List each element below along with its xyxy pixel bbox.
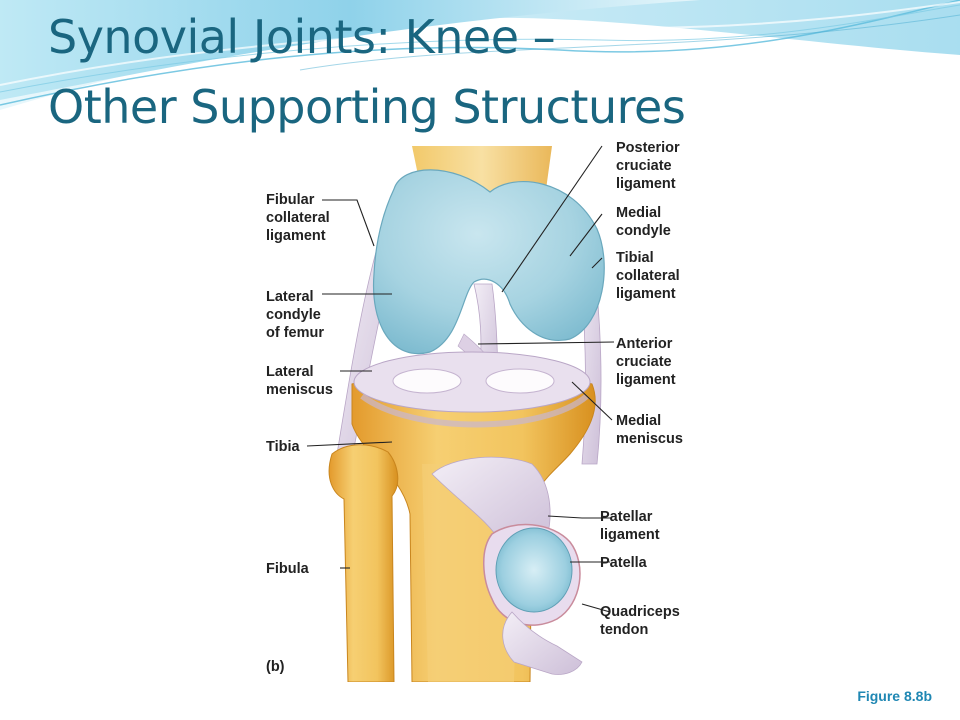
quadriceps-tendon-shape <box>502 611 583 675</box>
label-anterior-cruciate-ligament: Anterior cruciate ligament <box>616 336 676 388</box>
patellar-ligament-shape <box>431 456 551 545</box>
femoral-condyles-shape <box>372 169 605 355</box>
label-tibia: Tibia <box>266 439 300 455</box>
label-medial-condyle: Medial condyle <box>616 205 671 239</box>
leader-lines <box>306 145 615 613</box>
patella-shape <box>495 527 573 613</box>
label-medial-meniscus: Medial meniscus <box>616 413 683 447</box>
figure-caption: Figure 8.8b <box>857 688 932 704</box>
fibula-shape <box>328 444 399 682</box>
menisci-shape <box>353 351 591 413</box>
slide-title-line-1: Synovial Joints: Knee – <box>48 10 556 64</box>
label-patella: Patella <box>600 555 647 571</box>
label-posterior-cruciate-ligament: Posterior cruciate ligament <box>616 140 680 192</box>
panel-label: (b) <box>266 659 285 675</box>
slide-title: Synovial Joints: Knee – Other Supporting… <box>48 2 686 142</box>
label-quadriceps-tendon: Quadriceps tendon <box>600 604 680 638</box>
label-lateral-condyle-of-femur: Lateral condyle of femur <box>266 289 324 341</box>
slide-title-line-2: Other Supporting Structures <box>48 80 686 134</box>
label-fibular-collateral-ligament: Fibular collateral ligament <box>266 192 330 244</box>
knee-illustration <box>306 145 615 682</box>
label-fibula: Fibula <box>266 561 309 577</box>
knee-diagram: Fibular collateral ligament Lateral cond… <box>252 134 710 682</box>
label-lateral-meniscus: Lateral meniscus <box>266 364 333 398</box>
label-patellar-ligament: Patellar ligament <box>600 509 660 543</box>
label-tibial-collateral-ligament: Tibial collateral ligament <box>616 250 680 302</box>
